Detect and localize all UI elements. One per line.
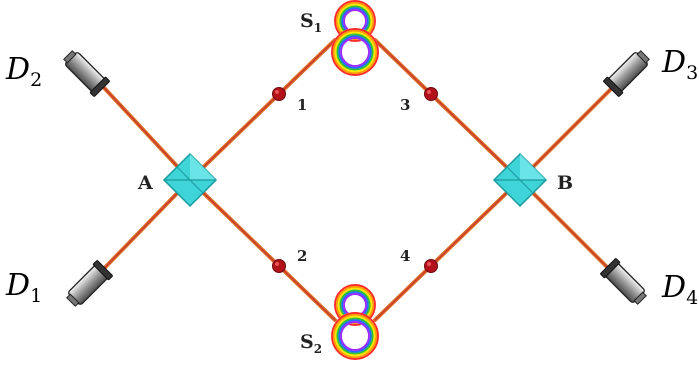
detector-d2	[63, 50, 110, 97]
path-node-label-1: 1	[297, 96, 307, 114]
detector-label-d1: D1	[5, 268, 42, 307]
beam-splitter-label-a: A	[137, 172, 153, 194]
source-label-s2: S2	[300, 331, 322, 356]
beam-splitter-label-b: B	[557, 172, 573, 194]
beam-s1-b	[373, 38, 522, 182]
beam-splitter-b	[492, 152, 548, 208]
beam-b-d3	[518, 78, 622, 182]
detector-d4	[600, 258, 647, 305]
detector-label-d3: D3	[661, 45, 698, 84]
detector-label-d4: D4	[661, 270, 698, 309]
beam-paths	[86, 38, 622, 322]
beam-a-s1	[188, 38, 337, 182]
beam-a-s2	[188, 178, 337, 322]
beam-s2-b	[373, 178, 522, 322]
beam-d2-a	[93, 76, 192, 182]
detector-label-d2: D2	[5, 52, 42, 91]
detector-d1	[66, 260, 113, 307]
path-node-label-3: 3	[400, 96, 410, 114]
path-node-1	[272, 87, 286, 101]
path-node-label-2: 2	[297, 247, 307, 265]
beam-b-d4	[518, 178, 617, 277]
detector-d3	[603, 50, 650, 97]
source-s2-rings	[331, 284, 379, 360]
path-node-label-4: 4	[400, 247, 410, 265]
source-s1-rings	[331, 0, 379, 76]
source-s1-ring-bottom	[331, 28, 379, 76]
path-node-2	[272, 259, 286, 273]
source-s2-ring-bottom	[331, 312, 379, 360]
source-label-s1: S1	[300, 10, 322, 35]
path-node-4	[424, 259, 438, 273]
beam-splitter-a	[162, 152, 218, 208]
path-node-3	[424, 87, 438, 101]
